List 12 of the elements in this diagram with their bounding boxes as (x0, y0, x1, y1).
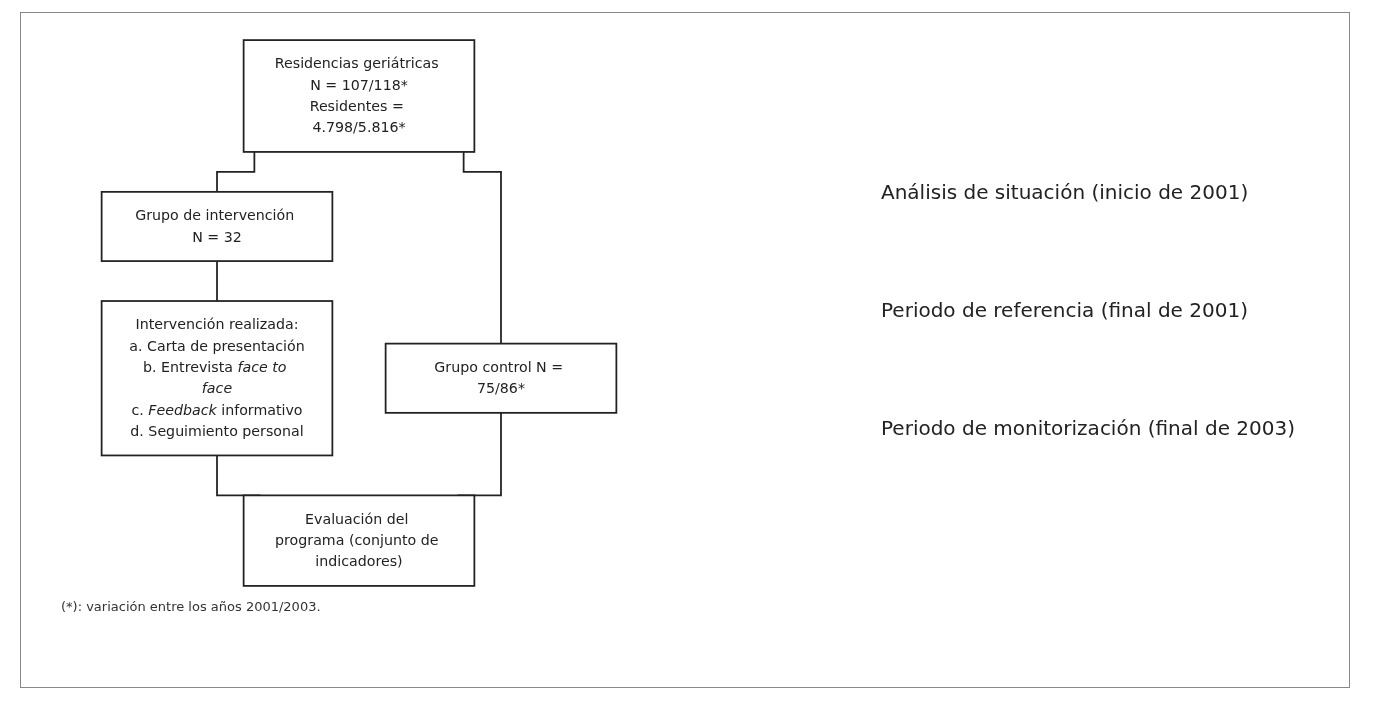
node-box: Evaluación del programa (conjunto de indicadores) (242, 494, 476, 587)
node-box: Grupo control N = 75/86* (384, 342, 618, 414)
connector (216, 151, 256, 193)
phase-label: Periodo de referencia (final de 2001) (881, 298, 1249, 322)
phase-label: Periodo de monitorización (final de 2003) (881, 416, 1296, 440)
connector (462, 151, 502, 345)
node-box: Residencias geriátricas N = 107/118* Residentes = 4.798/5.816* (242, 39, 476, 153)
node-box: Grupo de intervención N = 32 (100, 190, 334, 262)
footnote: (*): variación entre los años 2001/2003. (61, 599, 322, 614)
node-box: Intervención realizada: a. Carta de presentación b. Entrevista face to face c. Feedback informativo d. Seguimiento personal (100, 300, 334, 457)
phase-label: Análisis de situación (inicio de 2001) (881, 180, 1250, 204)
connector (216, 260, 218, 302)
